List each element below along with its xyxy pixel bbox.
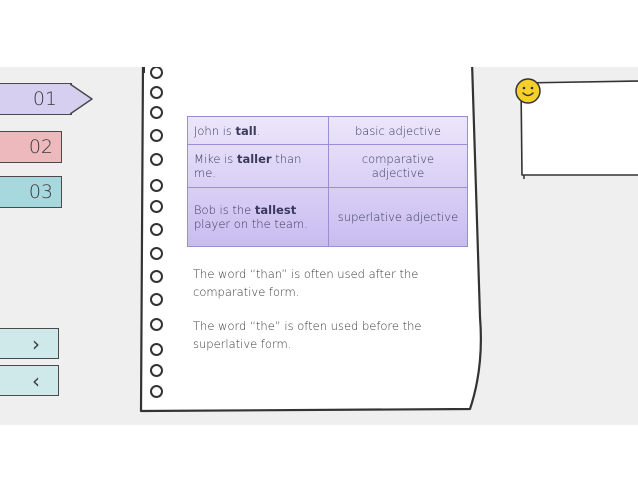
tab-03[interactable]: 03 [0, 176, 62, 208]
spiral-ring [150, 364, 163, 377]
spiral-ring [150, 343, 163, 356]
spiral-ring [150, 179, 163, 192]
note-than: The word “than” is often used after the … [193, 267, 419, 299]
adjective-type: comparative adjective [328, 144, 468, 188]
smiley-pin-icon [515, 78, 541, 104]
table-row: Bob is the tallest player on the team. s… [187, 187, 468, 247]
slide: 01 02 03 › ‹ John is tall. basic adje [0, 67, 638, 425]
adjective-type: superlative adjective [328, 187, 468, 247]
tab-01-label: 01 [32, 88, 57, 110]
adjective-type: basic adjective [328, 116, 468, 145]
example-sentence: Mike is taller than me. [187, 144, 329, 188]
spiral-ring [150, 247, 163, 260]
spiral-ring [150, 67, 163, 79]
example-sentence: Bob is the tallest player on the team. [187, 187, 329, 247]
table-row: John is tall. basic adjective [187, 116, 468, 145]
tab-02[interactable]: 02 [0, 131, 62, 163]
spiral-ring [150, 200, 163, 213]
spiral-ring [150, 318, 163, 331]
spiral-ring [150, 129, 163, 142]
spiral-ring [150, 223, 163, 236]
chevron-right-icon: › [32, 331, 40, 356]
spiral-ring [150, 86, 163, 99]
tab-03-label: 03 [28, 181, 53, 203]
spiral-ring [150, 385, 163, 398]
example-sentence: John is tall. [187, 116, 329, 145]
tab-02-label: 02 [28, 136, 53, 158]
adjective-table: John is tall. basic adjective Mike is ta… [187, 116, 468, 247]
chevron-left-icon: ‹ [32, 368, 40, 393]
spiral-ring [150, 106, 163, 119]
tab-01-arrow-tip [70, 83, 93, 115]
note-the: The word “the” is often used before the … [193, 319, 422, 351]
spiral-ring [150, 270, 163, 283]
table-row: Mike is taller than me. comparative adje… [187, 144, 468, 188]
next-slide-button[interactable]: › [0, 328, 59, 359]
tab-01[interactable]: 01 [0, 83, 72, 115]
spiral-ring [150, 293, 163, 306]
spiral-ring [150, 153, 163, 166]
previous-slide-button[interactable]: ‹ [0, 365, 59, 396]
